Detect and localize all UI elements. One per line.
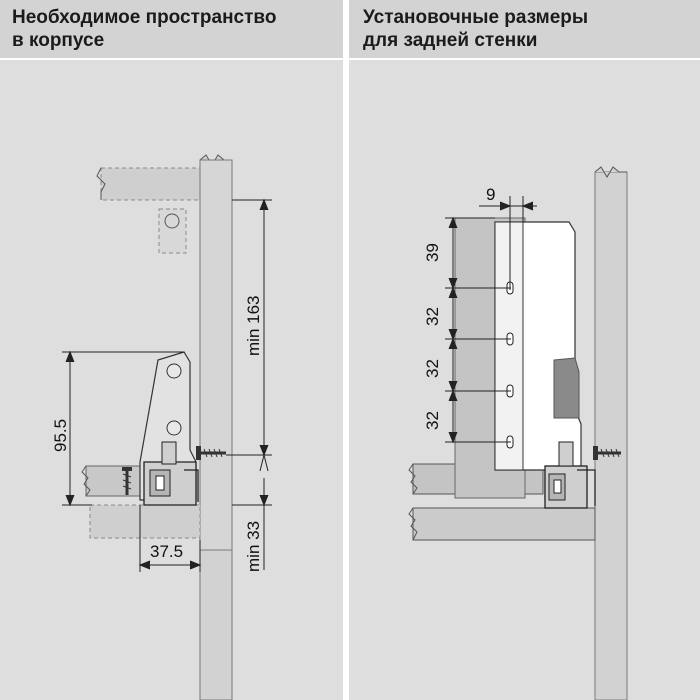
mounting-hole (164, 213, 180, 229)
dim-32-b: 32 (423, 359, 442, 378)
left-title-line1: Необходимое пространство (12, 7, 277, 28)
screw-bottom-icon (122, 467, 132, 495)
screw-wall-icon-right (593, 446, 621, 460)
profile-hole-bottom (166, 420, 182, 436)
screw-wall-icon (196, 446, 226, 460)
right-panel-header: Установочные размеры для задней стенки (349, 0, 700, 60)
dim-95-5: 95.5 (51, 419, 70, 452)
runner-block (553, 357, 580, 419)
left-panel: Необходимое пространство в корпусе (0, 0, 343, 700)
right-title-line1: Установочные размеры (363, 7, 589, 28)
dimension-lines (62, 198, 272, 572)
dim-39: 39 (423, 243, 442, 262)
right-panel: Установочные размеры для задней стенки (349, 0, 700, 700)
upper-shelf-break (96, 167, 106, 200)
right-drawing: 9 39 32 32 32 (408, 166, 628, 700)
left-drawing: min 163 95.5 37.5 min 33 (51, 154, 272, 700)
left-panel-title: Необходимое пространство в корпусе (12, 6, 276, 52)
upper-shelf-outline (100, 167, 201, 201)
dimension-lines-right (445, 196, 537, 444)
right-panel-title: Установочные размеры для задней стенки (363, 6, 588, 52)
bottom-shelf-outline (89, 504, 201, 539)
dim-32-a: 32 (423, 307, 442, 326)
cabinet-side-wall-right (594, 171, 628, 700)
dim-min-33: min 33 (244, 521, 263, 572)
dim-32-c: 32 (423, 411, 442, 430)
dim-37-5: 37.5 (150, 542, 183, 561)
runner-latch (161, 441, 177, 465)
right-title-line2: для задней стенки (363, 30, 538, 51)
drawer-bottom-panel (85, 465, 147, 497)
dim-min-163: min 163 (244, 296, 263, 356)
left-title-line2: в корпусе (12, 30, 105, 51)
left-panel-header: Необходимое пространство в корпусе (0, 0, 343, 60)
profile-hole-top (166, 363, 182, 379)
cabinet-bottom-right (412, 507, 596, 541)
dim-9: 9 (486, 185, 495, 204)
drawer-back-flange (494, 221, 524, 471)
